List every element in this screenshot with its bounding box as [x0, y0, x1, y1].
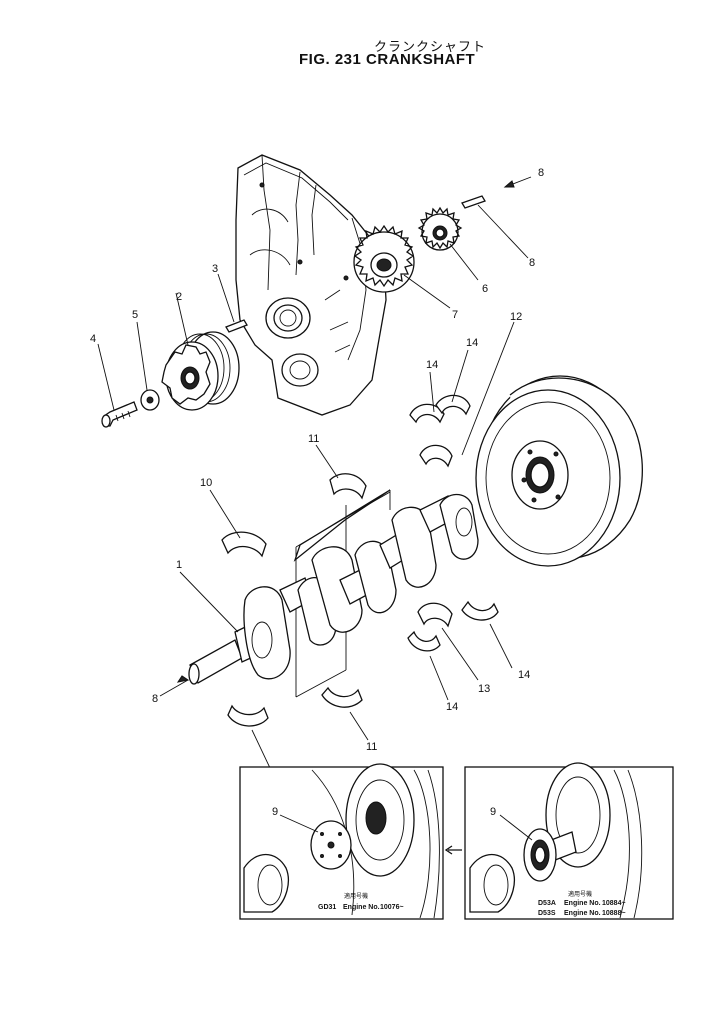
callout-12: 12: [510, 311, 522, 323]
inset-right-engine-label-b: Engine No.: [564, 910, 601, 917]
callout-7: 7: [452, 309, 458, 321]
inset-right-engine-no-b: 10888~: [602, 910, 626, 917]
leader-lines: [97, 204, 529, 769]
inset-right-model-a: D53A: [538, 900, 556, 907]
callout-14-b: 14: [466, 337, 478, 349]
callout-9-right: 9: [490, 806, 496, 818]
callout-9-left: 9: [272, 806, 278, 818]
thrust-washer-a: [409, 403, 445, 424]
crankshaft: [188, 489, 479, 698]
inset-left-model: GD31: [318, 904, 336, 911]
callout-8-nose: 8: [152, 693, 158, 705]
rod-bearing-lower: [227, 704, 269, 727]
callout-10-upper: 10: [200, 477, 212, 489]
rear-main-bearing: [417, 602, 453, 628]
crank-pulley: [161, 331, 240, 411]
rod-bearing-upper: [221, 531, 267, 558]
inset-left: 9 適用号機 GD31 Engine No. 10076~: [239, 763, 444, 920]
inset-right-applicability: 適用号機: [568, 890, 592, 898]
callout-8-gear: 8: [529, 257, 535, 269]
callout-11-upper: 11: [308, 433, 319, 445]
callout-1: 1: [176, 559, 182, 571]
callout-2: 2: [176, 291, 182, 303]
main-bearing-upper: [329, 473, 367, 500]
callout-4: 4: [90, 333, 96, 345]
inset-left-engine-label: Engine No.: [343, 904, 380, 911]
callout-3: 3: [212, 263, 218, 275]
inset-left-applicability: 適用号機: [344, 892, 368, 900]
figure-title-japanese: クランクシャフト: [374, 40, 487, 55]
inset-right-engine-no-a: 10884~: [602, 900, 626, 907]
washer: [140, 389, 160, 411]
callout-14-c: 14: [518, 669, 530, 681]
flywheel: [475, 375, 643, 567]
inset-arrow: [444, 845, 462, 855]
callout-14-a: 14: [426, 359, 438, 371]
callout-14-d: 14: [446, 701, 458, 713]
main-bearing-lower: [321, 686, 363, 708]
pulley-key: [225, 319, 248, 333]
inset-right: 9 適用号機 D53A Engine No. 10884~ D53S Engin…: [464, 762, 674, 920]
crankshaft-gear: [417, 206, 463, 251]
callout-5: 5: [132, 309, 138, 321]
callout-6: 6: [482, 283, 488, 295]
inset-left-engine-no: 10076~: [380, 904, 404, 911]
inset-right-model-b: D53S: [538, 910, 556, 917]
thrust-washer-c: [419, 444, 453, 468]
camshaft-gear: [353, 224, 415, 293]
pulley-bolt: [101, 401, 138, 428]
timing-gear-case: [235, 154, 387, 416]
figure-title: FIG. 231 CRANKSHAFT: [299, 51, 476, 68]
callout-11-lower: 11: [366, 741, 377, 753]
thrust-washer-b: [435, 394, 471, 416]
callout-13: 13: [478, 683, 490, 695]
callout-8-top: 8: [538, 167, 544, 179]
thrust-washer-e: [461, 600, 499, 621]
key-top: [461, 176, 532, 209]
inset-right-engine-label-a: Engine No.: [564, 900, 601, 907]
thrust-washer-d: [407, 630, 441, 652]
